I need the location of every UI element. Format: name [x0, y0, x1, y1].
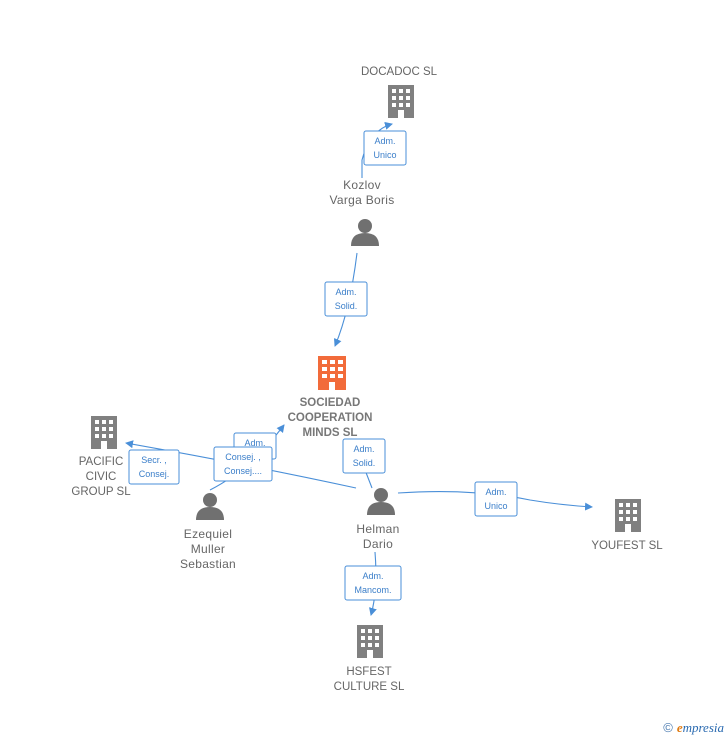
label-pacific[interactable]: PACIFIC CIVIC GROUP SL — [71, 456, 131, 498]
node-label-line: CIVIC — [86, 471, 117, 483]
label-docadoc[interactable]: DOCADOC SL — [361, 66, 438, 78]
copyright-footer[interactable]: ©empresia — [663, 720, 724, 736]
label-kozlov[interactable]: Kozlov Varga Boris — [329, 178, 394, 207]
label-ezequiel[interactable]: Ezequiel Muller Sebastian — [180, 527, 236, 571]
node-label-line: Sebastian — [180, 557, 236, 571]
edge-text: Solid. — [335, 301, 358, 311]
node-label-line: Muller — [191, 542, 225, 556]
edge-label-ezequiel-pacific: Consej. , Consej.... — [213, 446, 273, 482]
edge-label-helman-sociedad: Adm. Solid. — [342, 438, 386, 474]
node-label-line: MINDS SL — [303, 427, 358, 439]
edge-text: Unico — [373, 150, 396, 160]
edge-text: Consej. , — [225, 452, 261, 462]
edge-label-helman-pacific: Secr. , Consej. — [128, 449, 180, 485]
node-label-line: DOCADOC SL — [361, 66, 438, 78]
edge-text: Adm. — [374, 136, 395, 146]
node-label-line: SOCIEDAD — [300, 397, 361, 409]
edge-label-helman-youfest: Adm. Unico — [474, 481, 518, 517]
label-hsfest[interactable]: HSFEST CULTURE SL — [334, 666, 405, 693]
edge-text: Unico — [484, 501, 507, 511]
edge-text: Adm. — [485, 487, 506, 497]
edge-text: Adm. — [362, 571, 383, 581]
brand-logo-initial: e — [676, 720, 683, 735]
building-icon-pacific[interactable] — [91, 416, 117, 449]
node-label-line: Varga Boris — [329, 193, 394, 207]
edge-text: Adm. — [244, 438, 265, 448]
node-label-line: COOPERATION — [288, 412, 373, 424]
node-label-line: CULTURE SL — [334, 681, 405, 693]
edge-text: Mancom. — [354, 585, 391, 595]
edge-text: Adm. — [335, 287, 356, 297]
edge-label-helman-hsfest: Adm. Mancom. — [344, 565, 402, 601]
label-sociedad[interactable]: SOCIEDAD COOPERATION MINDS SL — [288, 397, 373, 439]
brand-logo-text: mpresia — [682, 720, 724, 735]
edge-text: Consej.... — [224, 466, 262, 476]
node-label-line: Kozlov — [343, 178, 381, 192]
edge-text: Adm. — [353, 444, 374, 454]
node-label-line: YOUFEST SL — [591, 540, 663, 552]
building-icon-youfest[interactable] — [615, 499, 641, 532]
edge-label-kozlov-sociedad: Adm. Solid. — [324, 281, 368, 317]
node-label-line: Ezequiel — [184, 527, 232, 541]
building-icon-docadoc[interactable] — [388, 85, 414, 118]
node-label-line: Helman — [356, 522, 399, 536]
building-icon-sociedad[interactable] — [318, 356, 346, 390]
node-label-line: Dario — [363, 537, 393, 551]
edge-text: Consej. — [139, 469, 170, 479]
person-icon-kozlov[interactable] — [351, 219, 379, 246]
copyright-icon: © — [663, 720, 673, 735]
label-youfest[interactable]: YOUFEST SL — [591, 540, 663, 552]
edge-helman-youfest — [397, 491, 593, 511]
node-label-line: HSFEST — [346, 666, 391, 678]
edge-text: Secr. , — [141, 455, 167, 465]
person-icon-ezequiel[interactable] — [196, 493, 224, 520]
node-label-line: PACIFIC — [79, 456, 124, 468]
edge-label-kozlov-docadoc: Adm. Unico — [363, 130, 407, 166]
node-label-line: GROUP SL — [71, 486, 131, 498]
label-helman[interactable]: Helman Dario — [356, 522, 399, 551]
building-icon-hsfest[interactable] — [357, 625, 383, 658]
person-icon-helman[interactable] — [367, 488, 395, 515]
edge-text: Solid. — [353, 458, 376, 468]
